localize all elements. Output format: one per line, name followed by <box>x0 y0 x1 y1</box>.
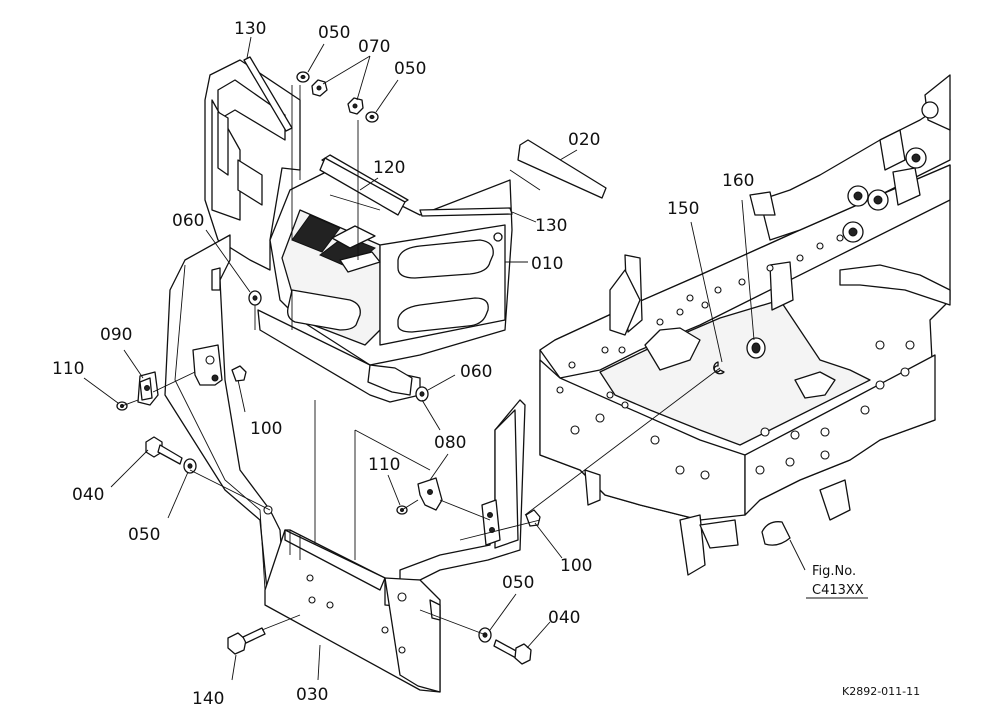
bracket-080 <box>417 477 443 511</box>
snap-ring-150 <box>713 361 725 375</box>
callout-040-a: 040 <box>72 485 104 505</box>
callout-090: 090 <box>100 325 132 345</box>
bushing-160 <box>746 337 766 359</box>
assembly-lines <box>121 85 721 636</box>
bolt-100-b <box>525 509 541 527</box>
callout-160: 160 <box>722 171 754 191</box>
callout-110-a: 110 <box>52 359 84 379</box>
callout-150: 150 <box>667 199 699 219</box>
callout-060-b: 060 <box>460 362 492 382</box>
washer-050-c <box>183 458 197 474</box>
nut-070-b <box>347 97 364 115</box>
bolt-140 <box>227 627 266 655</box>
callout-100-b: 100 <box>560 556 592 576</box>
washer-050-b <box>365 111 379 123</box>
pad-020 <box>517 139 607 199</box>
callout-130-mid: 130 <box>535 216 567 236</box>
callout-050-a: 050 <box>318 23 350 43</box>
callout-050-b: 050 <box>394 59 426 79</box>
shroud-010 <box>204 59 513 403</box>
bolt-100-a <box>231 365 247 382</box>
frame-holes <box>556 234 915 480</box>
nut-070-a <box>311 79 328 97</box>
callout-050-d: 050 <box>502 573 534 593</box>
figure-reference: Fig.No. C413XX <box>806 564 868 599</box>
frame-bolt <box>842 101 939 243</box>
washer-060-a <box>248 290 262 306</box>
callout-110-b: 110 <box>368 455 400 475</box>
figure-ref-line2: C413XX <box>812 583 864 598</box>
tractor-frame <box>539 74 951 576</box>
leader-lines <box>83 36 806 681</box>
callout-060-a: 060 <box>172 211 204 231</box>
callout-130-top: 130 <box>234 19 266 39</box>
callout-020: 020 <box>568 130 600 150</box>
callout-070: 070 <box>358 37 390 57</box>
callout-030: 030 <box>296 685 328 705</box>
callout-100-a: 100 <box>250 419 282 439</box>
bracket-090 <box>137 371 159 406</box>
pad-120 <box>319 154 409 216</box>
bolt-040-a <box>145 436 183 465</box>
lower-shroud-holes <box>263 505 407 654</box>
washer-050-a <box>296 71 310 83</box>
shroud-030 <box>164 234 526 693</box>
callout-080: 080 <box>434 433 466 453</box>
washer-060-b <box>415 386 429 402</box>
callout-050-c: 050 <box>128 525 160 545</box>
callout-010: 010 <box>531 254 563 274</box>
figure-ref-line1: Fig.No. <box>812 564 856 579</box>
callout-140: 140 <box>192 689 224 709</box>
strip-130-mid <box>419 207 513 217</box>
bracket-left <box>192 344 223 386</box>
callout-120: 120 <box>373 158 405 178</box>
bolt-040-b <box>493 639 532 665</box>
drawing-number: K2892-011-11 <box>842 685 920 698</box>
callout-040-b: 040 <box>548 608 580 628</box>
